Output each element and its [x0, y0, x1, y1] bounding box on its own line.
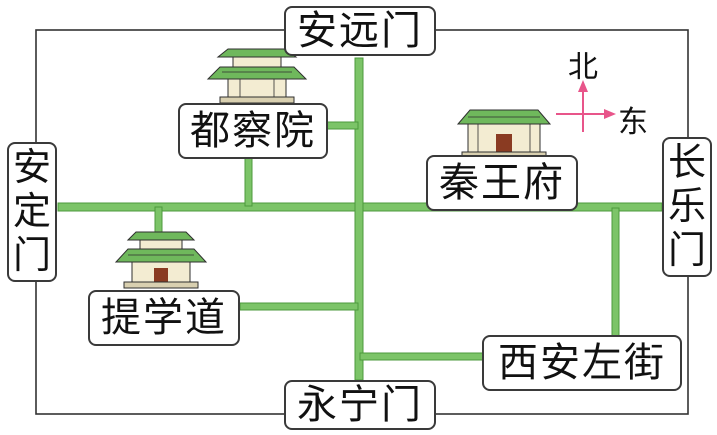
tixuedao-label: 提学道 — [88, 290, 240, 346]
road-branch-tixuedao-h — [239, 302, 359, 311]
road-network — [57, 57, 663, 381]
gate-char: 定 — [12, 189, 51, 234]
gate-char: 乐 — [667, 184, 706, 229]
east-gate-label: 长乐门 — [662, 137, 712, 277]
compass-north-label: 北 — [568, 50, 598, 85]
xianzuojie-label: 西安左街 — [482, 335, 682, 391]
gate-char: 门 — [667, 227, 706, 272]
road-north-south — [354, 57, 364, 381]
qinwangfu-label: 秦王府 — [426, 155, 578, 211]
compass-east-label: 东 — [618, 105, 648, 140]
palace-building-icon — [206, 48, 308, 104]
gate-char: 安 — [12, 145, 51, 190]
road-branch-duchayuan-v — [244, 157, 253, 207]
gate-char: 门 — [12, 232, 51, 277]
compass-rose-icon — [556, 80, 616, 132]
road-branch-tixuedao-v — [154, 206, 163, 236]
road-branch-xianzuojie-h — [359, 352, 489, 361]
gate-char: 长 — [667, 140, 706, 185]
west-gate-label: 安定门 — [7, 142, 57, 282]
palace-building-icon — [456, 109, 552, 159]
north-gate-label: 安远门 — [284, 6, 436, 56]
road-branch-east-v — [611, 207, 620, 337]
south-gate-label: 永宁门 — [284, 380, 436, 430]
duchayuan-label: 都察院 — [178, 103, 328, 159]
palace-building-icon — [114, 231, 208, 289]
